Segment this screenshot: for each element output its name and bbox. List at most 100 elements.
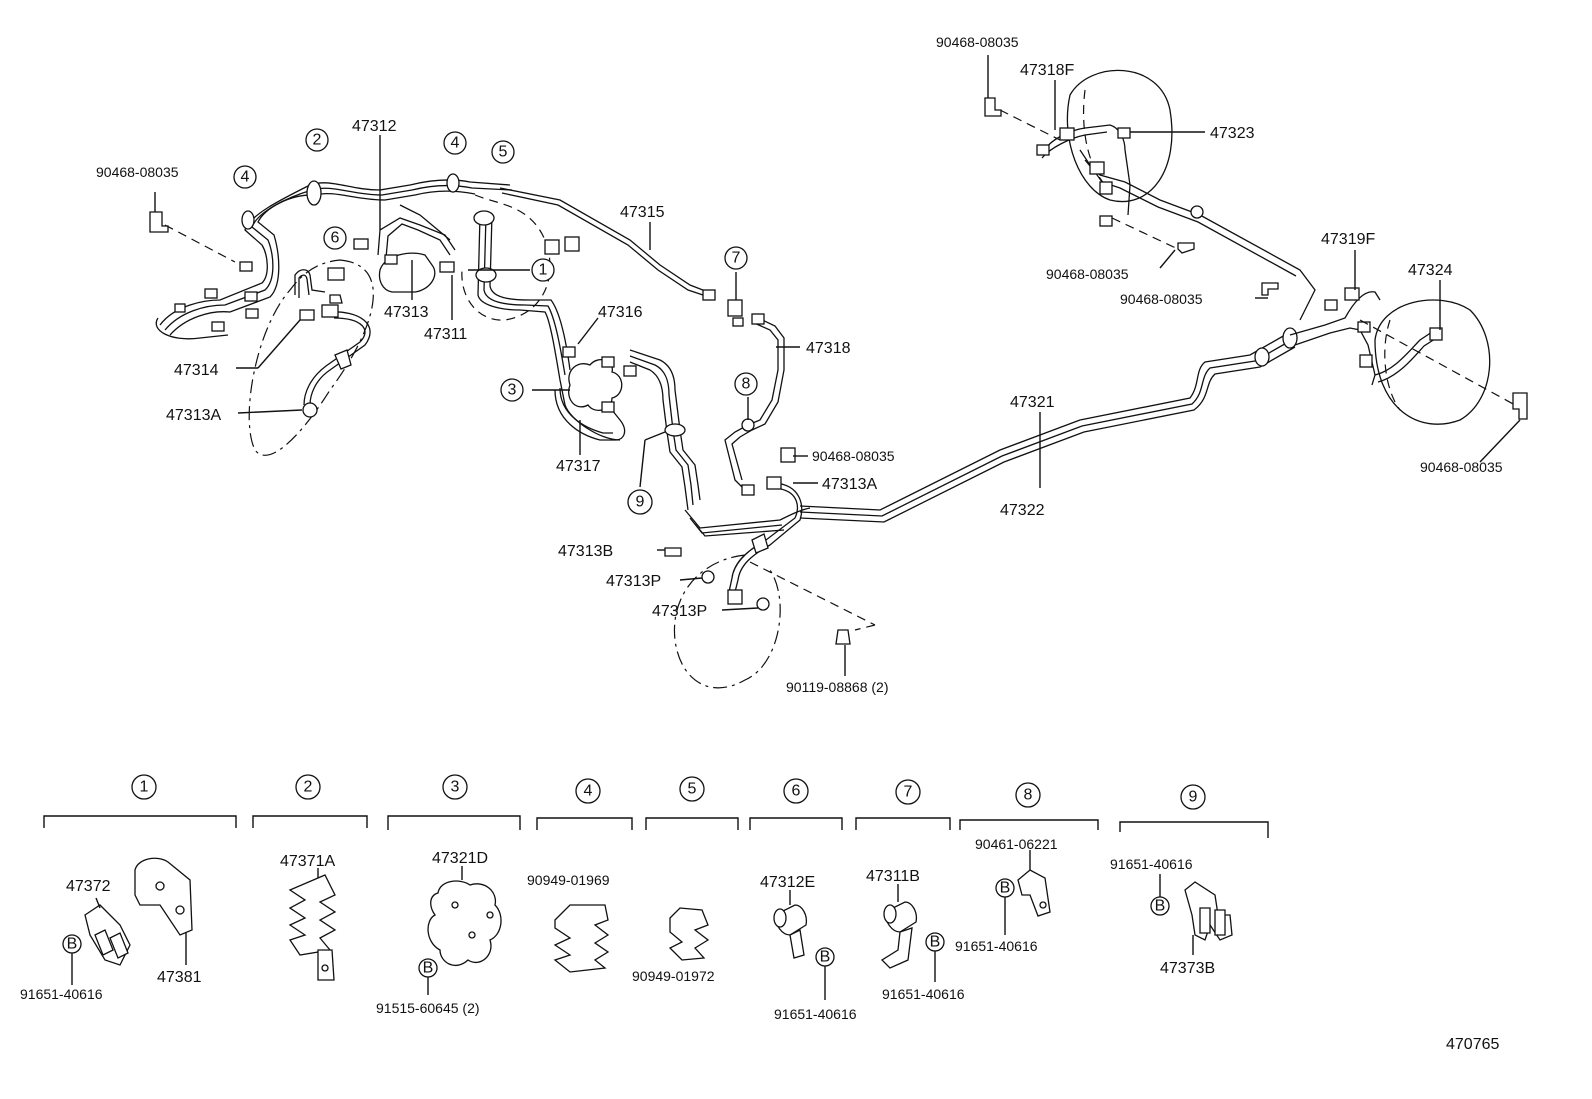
callout-6-upper: 6 [323, 226, 347, 250]
bolt-symbol-9: B [1155, 898, 1166, 915]
label-90468-right-2: 90468-08035 [1120, 291, 1203, 307]
left-front-disc-outline [248, 259, 374, 456]
label-90949-01972: 90949-01972 [632, 968, 715, 984]
bolt-symbol-8: B [1000, 880, 1011, 897]
callout-4-left: 4 [233, 165, 257, 189]
label-90119: 90119-08868 (2) [786, 679, 888, 695]
label-47313A-mid: 47313A [822, 476, 877, 493]
rear-right-drum [1289, 287, 1528, 425]
group-1: 1 B 47372 91651-40616 47381 [20, 774, 237, 1002]
group-5-number: 5 [688, 781, 697, 798]
center-left-fittings [294, 238, 369, 321]
group-3-number: 3 [451, 779, 460, 796]
label-47322: 47322 [1000, 502, 1045, 519]
label-47323: 47323 [1210, 125, 1255, 142]
label-47313P-2: 47313P [652, 603, 707, 620]
callout-9-text: 9 [636, 494, 645, 511]
tube-47318 [724, 299, 785, 496]
callout-2-text: 2 [313, 132, 322, 149]
label-47317: 47317 [556, 458, 601, 475]
group-1-number: 1 [140, 779, 149, 796]
label-90468-bottom-right: 90468-08035 [1420, 459, 1503, 475]
rear-tubes-47321-47322 [799, 327, 1298, 523]
bolt-symbol-6: B [820, 949, 831, 966]
callout-2-upper: 2 [305, 128, 329, 152]
rear-left-drum [984, 69, 1316, 321]
group-9-number: 9 [1189, 789, 1198, 806]
callout-9-upper: 9 [627, 489, 653, 515]
center-rear-hose [664, 447, 876, 689]
callout-3-text: 3 [508, 382, 517, 399]
label-47314: 47314 [174, 362, 219, 379]
label-47318: 47318 [806, 340, 851, 357]
group-7-number: 7 [904, 784, 913, 801]
label-47313: 47313 [384, 304, 429, 321]
label-47321: 47321 [1010, 394, 1055, 411]
master-cylinder-area [377, 194, 580, 321]
center-junction-tubes [629, 349, 811, 537]
label-47312E: 47312E [760, 874, 815, 891]
group-7: 7 B 47311B 91651-40616 [855, 779, 965, 1002]
callout-6-text: 6 [331, 230, 340, 247]
callout-4-center: 4 [443, 131, 467, 155]
callout-5-text: 5 [499, 144, 508, 161]
proportioning-valve [568, 356, 637, 413]
label-47316: 47316 [598, 304, 643, 321]
group-4-number: 4 [584, 783, 593, 800]
label-90468-top-left: 90468-08035 [96, 164, 179, 180]
tube-47315 [499, 187, 709, 293]
left-fittings [174, 173, 460, 332]
callout-4a-text: 4 [241, 169, 250, 186]
label-90949-01969: 90949-01969 [527, 872, 610, 888]
group-6: 6 B 47312E 91651-40616 [749, 778, 857, 1022]
label-47324: 47324 [1408, 262, 1453, 279]
leader-lines [154, 55, 1521, 676]
label-91651-40616-g6: 91651-40616 [774, 1006, 857, 1022]
center-tube-run [473, 210, 626, 441]
label-47311: 47311 [424, 326, 467, 343]
group-2: 2 47371A [252, 774, 368, 981]
label-47371A: 47371A [280, 853, 335, 870]
label-47311B: 47311B [866, 868, 920, 885]
bolt-symbol-1: B [67, 936, 78, 953]
group-6-number: 6 [792, 783, 801, 800]
callout-8-upper: 8 [734, 372, 758, 396]
group-8: 8 B 90461-06221 91651-40616 [955, 782, 1099, 954]
label-47313A-left: 47313A [166, 407, 221, 424]
callout-4b-text: 4 [451, 135, 460, 152]
label-90468-right-1: 90468-08035 [1046, 266, 1129, 282]
label-91651-40616-g7: 91651-40616 [882, 986, 965, 1002]
label-47312: 47312 [352, 118, 397, 135]
label-47313P-1: 47313P [606, 573, 661, 590]
label-47381: 47381 [157, 969, 202, 986]
group-2-number: 2 [304, 779, 313, 796]
callout-7-text: 7 [732, 250, 741, 267]
callout-3-upper: 3 [500, 378, 524, 402]
left-front-hose [302, 304, 371, 418]
group-8-number: 8 [1024, 787, 1033, 804]
callout-7-upper: 7 [724, 246, 748, 270]
callout-5-upper: 5 [491, 140, 515, 164]
label-90468-mid: 90468-08035 [812, 448, 895, 464]
label-90461-06221: 90461-06221 [975, 836, 1058, 852]
callout-1-upper: 1 [531, 258, 555, 282]
label-47372: 47372 [66, 878, 111, 895]
group-4: 4 90949-01969 [527, 778, 633, 973]
label-91515-60645: 91515-60645 (2) [376, 1000, 480, 1016]
callout-1-text: 1 [539, 262, 548, 279]
group-5: 5 90949-01972 [632, 776, 739, 984]
label-90468-top: 90468-08035 [936, 34, 1019, 50]
label-47373B: 47373B [1160, 960, 1215, 977]
label-47313B: 47313B [558, 543, 613, 560]
label-91651-40616-g8: 91651-40616 [955, 938, 1038, 954]
bolt-symbol-7: B [930, 934, 941, 951]
group-9: 9 B 91651-40616 47373B [1110, 784, 1269, 977]
label-47315: 47315 [620, 204, 665, 221]
label-47319F: 47319F [1321, 231, 1375, 248]
clip-90468-top-left [149, 211, 169, 233]
front-left-tube-bundle [155, 179, 513, 340]
callout-8-text: 8 [742, 376, 751, 393]
group-3: 3 B 47321D 91515-60645 (2) [376, 774, 521, 1016]
bolt-symbol-3: B [423, 960, 434, 977]
